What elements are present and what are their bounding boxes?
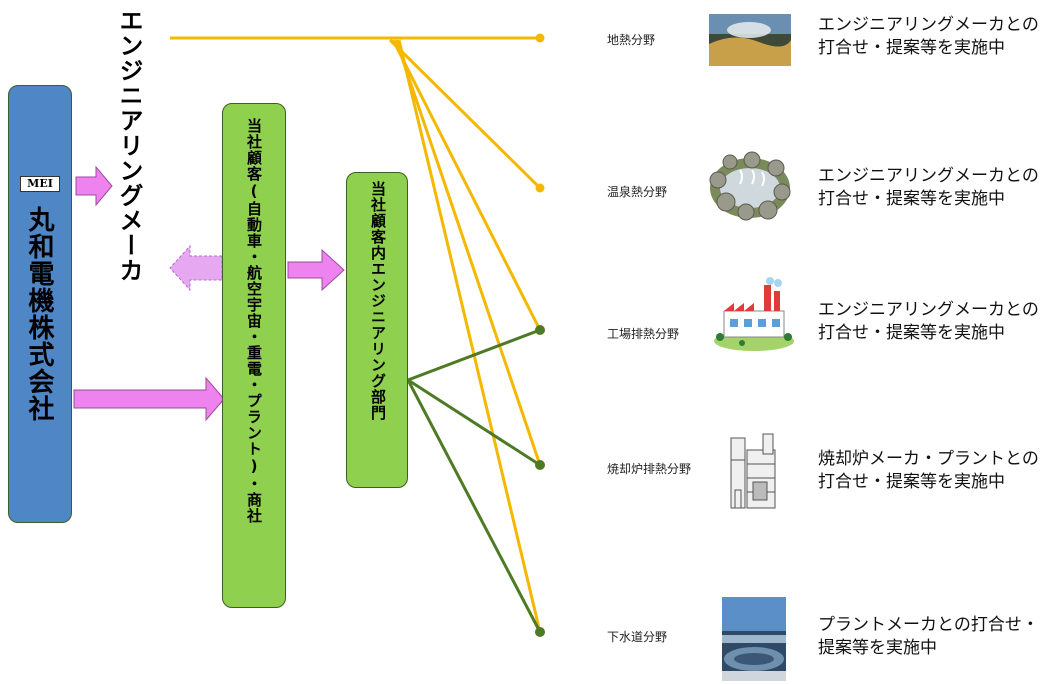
desc-line: 焼却炉メーカ・プラントとの — [818, 449, 1039, 469]
yellow-lines — [170, 36, 542, 633]
factory-icon — [714, 277, 794, 351]
field-label-sewage: 下水道分野 — [607, 630, 668, 644]
green-lines — [406, 328, 542, 633]
desc-line: エンジニアリングメーカとの — [818, 15, 1039, 35]
line-endpoints — [535, 33, 545, 637]
geothermal-photo-icon — [709, 14, 791, 66]
field-desc-incinerator: 焼却炉メーカ・プラントとの 打合せ・提案等を実施中 — [818, 448, 1039, 494]
field-label-factory: 工場排熱分野 — [607, 327, 680, 341]
field-desc-factory: エンジニアリングメーカとの 打合せ・提案等を実施中 — [818, 299, 1039, 345]
desc-line: エンジニアリングメーカとの — [818, 300, 1039, 320]
engineering-dept-label: 当社顧客内エンジニアリング部門 — [369, 181, 387, 421]
company-name: 丸和電機株式会社 — [24, 206, 54, 422]
desc-line: 打合せ・提案等を実施中 — [818, 323, 1005, 343]
arrow-to-engineering-dept — [287, 248, 345, 292]
field-label-incinerator: 焼却炉排熱分野 — [607, 462, 692, 476]
customer-box-label: 当社顧客(自動車・航空宇宙・重電・プラント)・商社 — [245, 118, 263, 524]
green-dot — [535, 627, 545, 637]
field-desc-sewage: プラントメーカとの打合せ・ 提案等を実施中 — [818, 614, 1039, 660]
sewage-plant-photo-icon — [722, 597, 786, 681]
company-box: MEI 丸和電機株式会社 — [8, 85, 72, 523]
hot-spring-icon — [709, 151, 791, 221]
field-label-hot-spring: 温泉熱分野 — [607, 185, 668, 199]
field-label-geothermal: 地熱分野 — [607, 33, 656, 47]
desc-line: 打合せ・提案等を実施中 — [818, 189, 1005, 209]
field-desc-hot-spring: エンジニアリングメーカとの 打合せ・提案等を実施中 — [818, 165, 1039, 211]
desc-line: 打合せ・提案等を実施中 — [818, 38, 1005, 58]
green-dot — [535, 460, 545, 470]
yellow-dot — [535, 33, 545, 43]
yellow-dot — [535, 183, 545, 193]
field-desc-geothermal: エンジニアリングメーカとの 打合せ・提案等を実施中 — [818, 14, 1039, 60]
engineering-dept-box: 当社顧客内エンジニアリング部門 — [346, 172, 408, 488]
green-dot — [535, 325, 545, 335]
mei-logo: MEI — [20, 176, 60, 192]
desc-line: 打合せ・提案等を実施中 — [818, 472, 1005, 492]
arrow-to-engineering-maker — [75, 165, 113, 207]
desc-line: エンジニアリングメーカとの — [818, 166, 1039, 186]
dashed-arrow-left — [169, 244, 223, 292]
arrow-to-customer — [73, 376, 225, 422]
customer-box: 当社顧客(自動車・航空宇宙・重電・プラント)・商社 — [222, 103, 286, 608]
engineering-maker-label: エンジニアリングメーカ — [115, 8, 143, 283]
incinerator-icon — [730, 433, 776, 509]
desc-line: プラントメーカとの打合せ・ — [818, 615, 1039, 635]
desc-line: 提案等を実施中 — [818, 638, 937, 658]
